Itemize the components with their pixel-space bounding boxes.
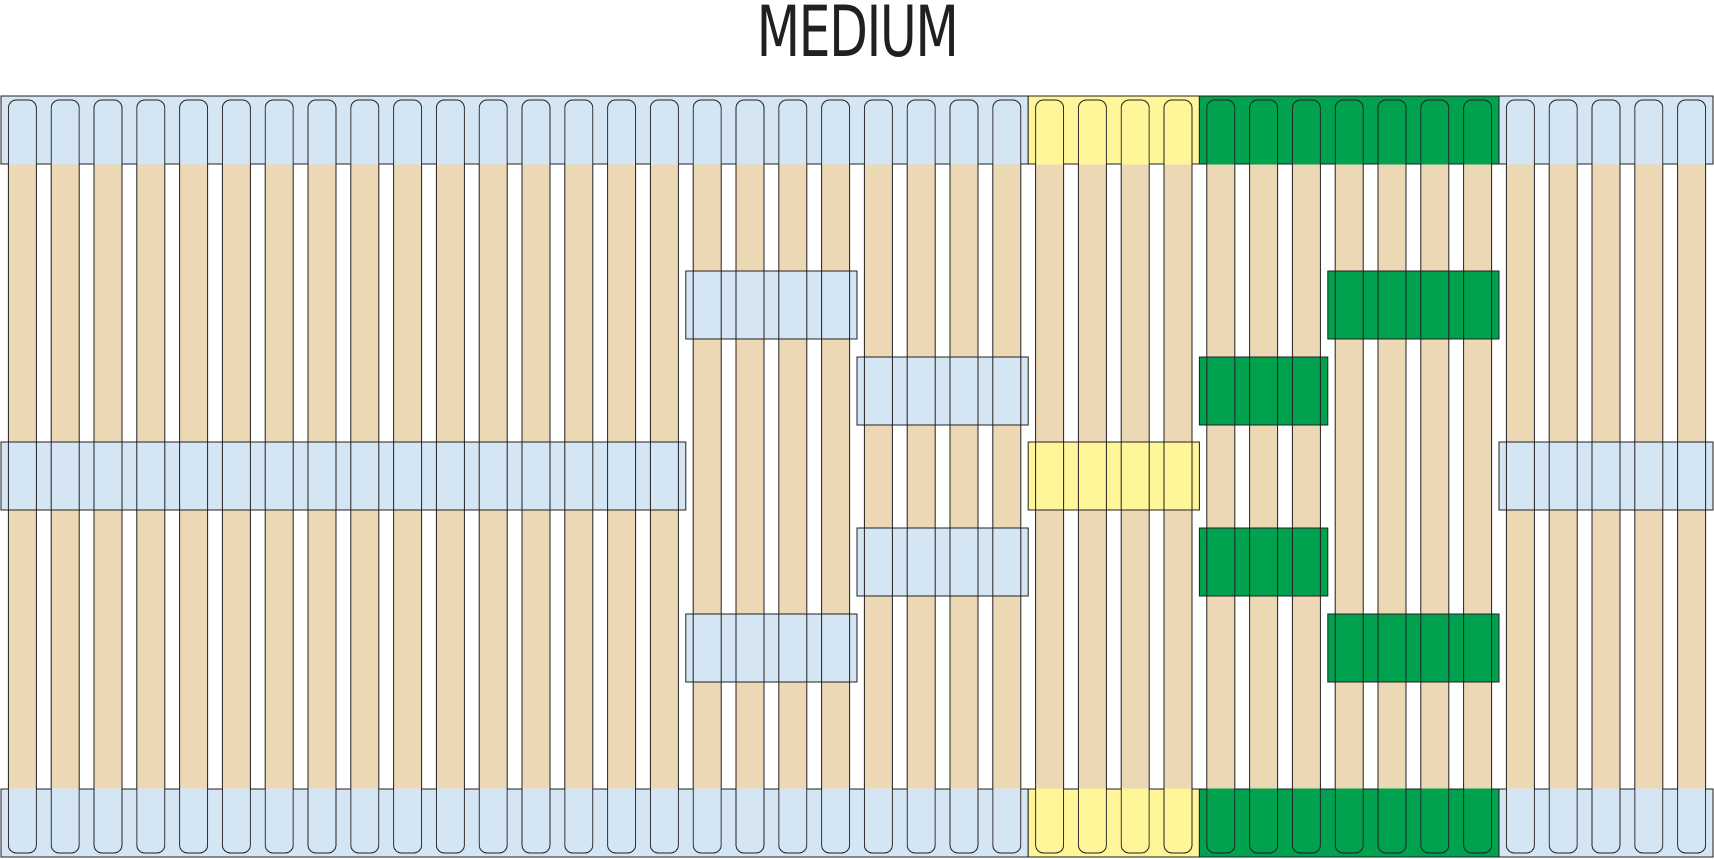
- slat-19: [778, 163, 808, 790]
- bottom-band-zone-1: [0, 788, 1029, 858]
- support-block-3: [685, 613, 858, 683]
- support-block-7: [1198, 356, 1329, 426]
- slat-33: [1377, 163, 1407, 790]
- support-block-4: [856, 356, 1029, 426]
- diagram-title: MEDIUM: [756, 0, 959, 73]
- slat-30: [1249, 163, 1279, 790]
- slat-21: [863, 163, 893, 790]
- slat-31: [1291, 163, 1321, 790]
- slat-23: [949, 163, 979, 790]
- support-block-9: [1327, 270, 1500, 340]
- support-block-6: [1027, 441, 1200, 511]
- slat-24: [992, 163, 1022, 790]
- support-blocks: [0, 270, 1714, 683]
- slat-29: [1206, 163, 1236, 790]
- support-block-11: [1498, 441, 1714, 511]
- slat-22: [906, 163, 936, 790]
- support-block-1: [0, 441, 687, 511]
- slat-20: [821, 163, 851, 790]
- support-block-8: [1198, 527, 1329, 597]
- support-block-2: [685, 270, 858, 340]
- support-block-5: [856, 527, 1029, 597]
- slat-32: [1334, 163, 1364, 790]
- slat-17: [692, 163, 722, 790]
- slat-34: [1420, 163, 1450, 790]
- slat-35: [1463, 163, 1493, 790]
- slat-18: [735, 163, 765, 790]
- support-block-10: [1327, 613, 1500, 683]
- top-band-zone-1: [0, 95, 1029, 165]
